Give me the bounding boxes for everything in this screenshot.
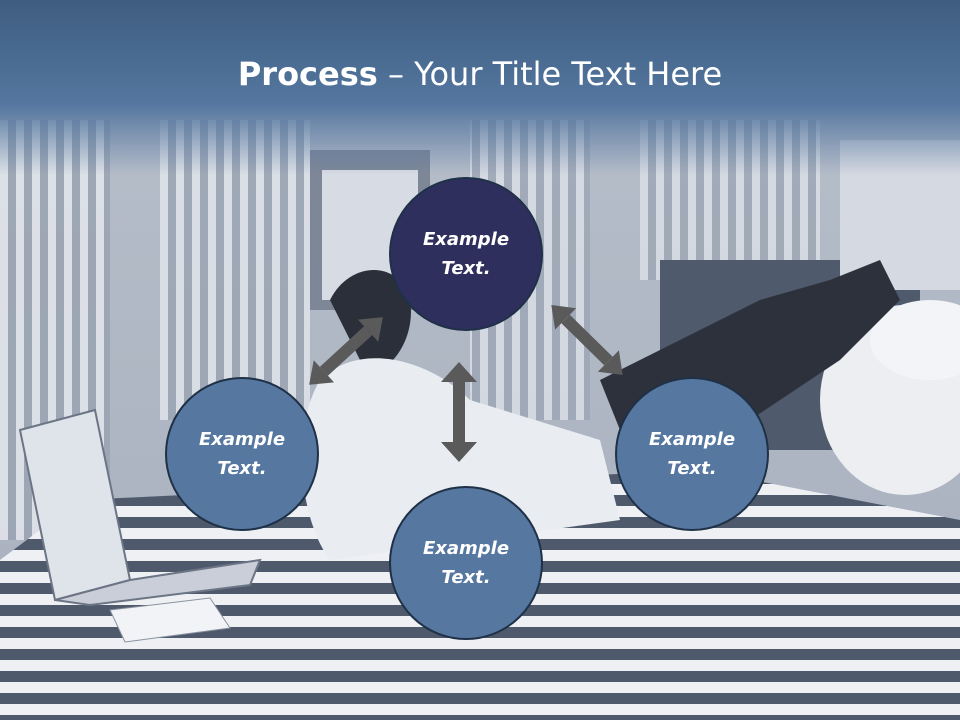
slide-title: Process – Your Title Text Here xyxy=(0,52,960,96)
title-bold-part: Process xyxy=(237,55,378,93)
title-rest: Your Title Text Here xyxy=(414,55,723,93)
arrow-top-right xyxy=(551,304,623,376)
process-node-bottom: Example Text. xyxy=(389,486,543,640)
process-node-left: Example Text. xyxy=(165,377,319,531)
process-node-right: Example Text. xyxy=(615,377,769,531)
arrow-top-left xyxy=(309,317,383,385)
process-node-top: Example Text. xyxy=(389,177,543,331)
node-label-bottom: Example Text. xyxy=(422,538,510,588)
title-separator: – xyxy=(377,55,415,93)
node-label-right: Example Text. xyxy=(648,429,736,479)
node-label-left: Example Text. xyxy=(198,429,286,479)
title-band xyxy=(0,0,960,175)
node-label-top: Example Text. xyxy=(422,229,510,279)
arrow-top-bottom xyxy=(441,362,477,462)
